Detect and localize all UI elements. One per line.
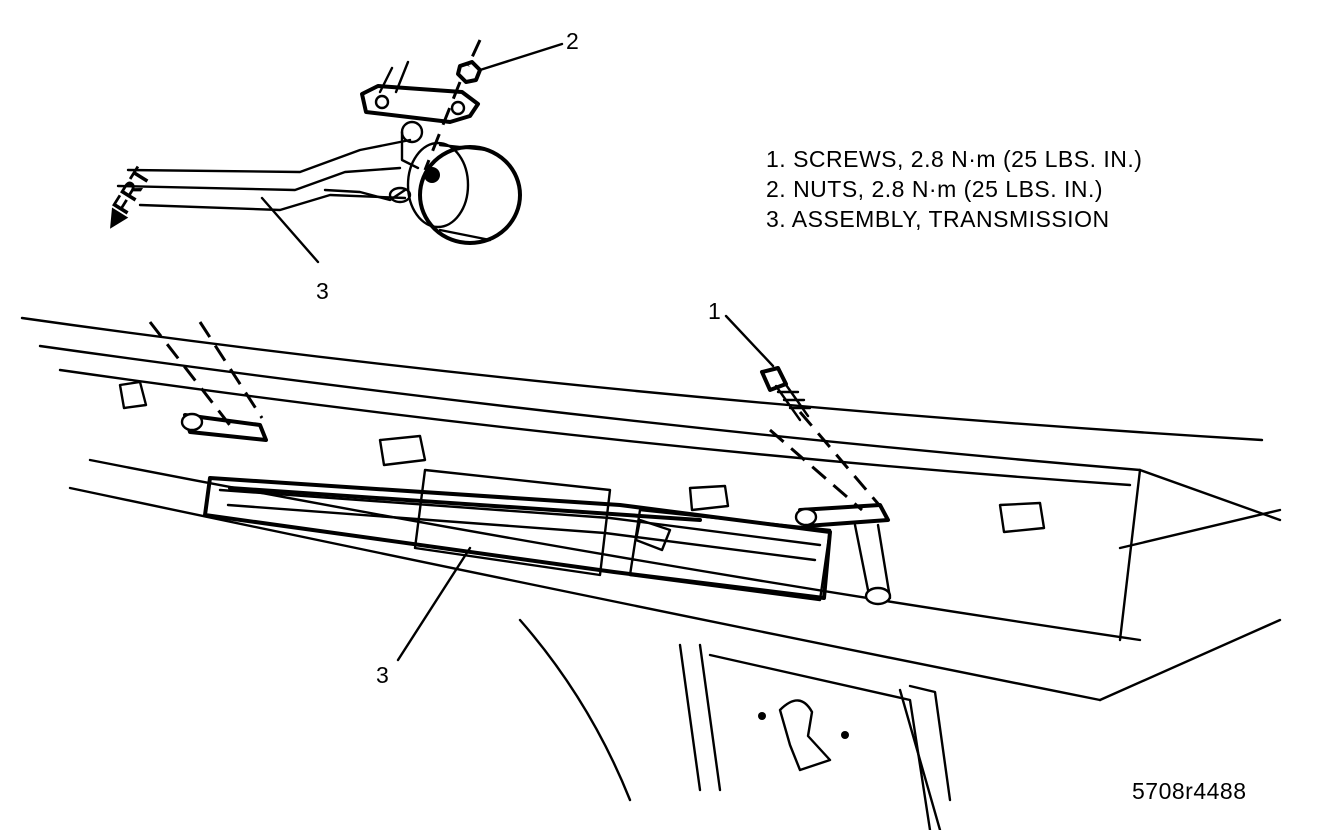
legend-item-screws: 1. SCREWS, 2.8 N·m (25 LBS. IN.) [766,146,1143,172]
legend-item-assembly: 3. ASSEMBLY, TRANSMISSION [766,206,1110,232]
callout-nut: 2 [566,28,579,54]
callout-screw: 1 [708,298,721,324]
parts-legend: 1. SCREWS, 2.8 N·m (25 LBS. IN.) 2. NUTS… [766,144,1142,234]
callout-top-assembly: 3 [316,278,329,304]
figure-id: 5708r4488 [1132,778,1247,804]
callout-bottom-assembly: 3 [376,662,389,688]
top-inset-drawing [116,39,564,264]
main-panel-drawing [20,314,1282,830]
legend-item-nuts: 2. NUTS, 2.8 N·m (25 LBS. IN.) [766,176,1104,202]
